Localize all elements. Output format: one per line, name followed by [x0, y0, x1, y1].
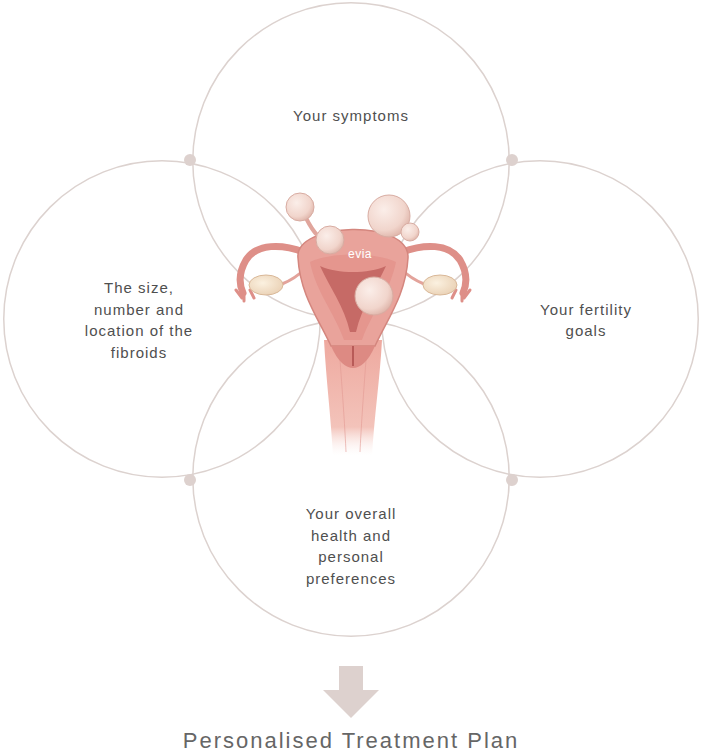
result-caption: Personalised Treatment Plan — [183, 728, 520, 754]
factor-text: Your overall health and personal prefere… — [285, 503, 417, 589]
factor-circle: Your symptoms — [192, 2, 510, 320]
factor-text: Your symptoms — [251, 105, 451, 127]
circle-outline — [192, 319, 510, 637]
factor-circle: Your fertility goals — [381, 160, 699, 478]
factor-text: The size, number and location of the fib… — [80, 277, 198, 363]
factor-text: Your fertility goals — [520, 299, 652, 342]
factor-circle: The size, number and location of the fib… — [3, 160, 321, 478]
circle-outline — [381, 160, 699, 478]
circle-outline — [3, 160, 321, 478]
factor-circle: Your overall health and personal prefere… — [192, 319, 510, 637]
circle-outline — [192, 2, 510, 320]
watermark: evia — [348, 247, 372, 261]
